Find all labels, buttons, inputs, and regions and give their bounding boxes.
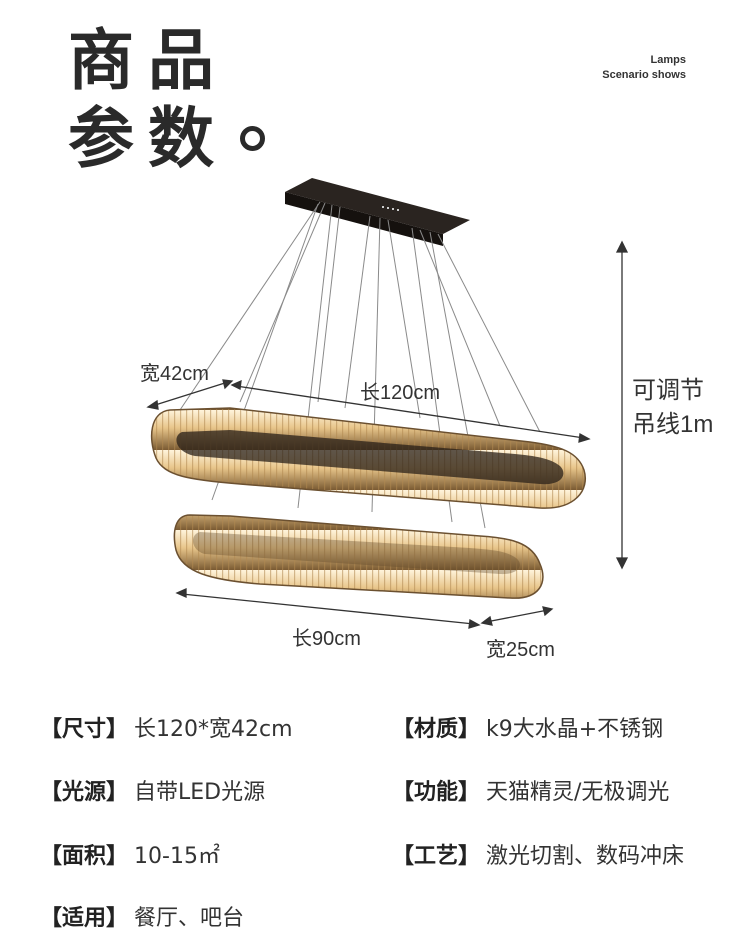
spec-area-value: 10-15㎡ xyxy=(134,844,220,869)
spec-craft-value: 激光切割、数码冲床 xyxy=(486,844,685,869)
label-length-90: 长90cm xyxy=(292,628,361,650)
spec-area-key: 【面积】 xyxy=(40,844,129,869)
spec-function-value: 天猫精灵/无极调光 xyxy=(486,780,670,805)
spec-light-source: 【光源】自带LED光源 xyxy=(40,774,265,806)
page-title-line2: 参数 xyxy=(68,100,228,177)
upper-crystal-ring xyxy=(150,407,586,509)
spec-material-key: 【材质】 xyxy=(392,717,481,742)
spec-area: 【面积】10-15㎡ xyxy=(40,838,220,870)
label-adjustable: 可调节 xyxy=(632,377,704,404)
label-wire-length: 吊线1m xyxy=(632,411,714,438)
spec-size: 【尺寸】长120*宽42cm xyxy=(40,711,293,743)
spec-function-key: 【功能】 xyxy=(392,780,481,805)
ceiling-canopy xyxy=(285,178,470,246)
spec-function: 【功能】天猫精灵/无极调光 xyxy=(392,774,669,806)
tag-lamps: Lamps xyxy=(650,54,686,66)
spec-craft-key: 【工艺】 xyxy=(392,844,481,869)
spec-applicable-key: 【适用】 xyxy=(40,906,129,931)
tag-scenario-shows: Scenario shows xyxy=(602,69,686,81)
page-title-line1: 商品 xyxy=(68,22,228,99)
label-width-25: 宽25cm xyxy=(486,639,555,661)
spec-applicable: 【适用】餐厅、吧台 xyxy=(40,900,244,932)
spec-light-source-key: 【光源】 xyxy=(40,780,129,805)
spec-size-value: 长120*宽42cm xyxy=(134,717,293,742)
spec-material-value: k9大水晶+不锈钢 xyxy=(486,717,664,742)
label-length-120: 长120cm xyxy=(360,382,441,404)
title-circle-decoration xyxy=(240,126,265,151)
dimension-arrows xyxy=(146,240,629,629)
spec-applicable-value: 餐厅、吧台 xyxy=(134,906,245,931)
spec-material: 【材质】k9大水晶+不锈钢 xyxy=(392,711,663,743)
label-width-42: 宽42cm xyxy=(140,363,209,385)
spec-light-source-value: 自带LED光源 xyxy=(134,780,266,805)
spec-craft: 【工艺】激光切割、数码冲床 xyxy=(392,838,684,870)
spec-size-key: 【尺寸】 xyxy=(40,717,129,742)
chandelier-illustration xyxy=(146,178,629,629)
lower-crystal-ring xyxy=(173,514,544,599)
